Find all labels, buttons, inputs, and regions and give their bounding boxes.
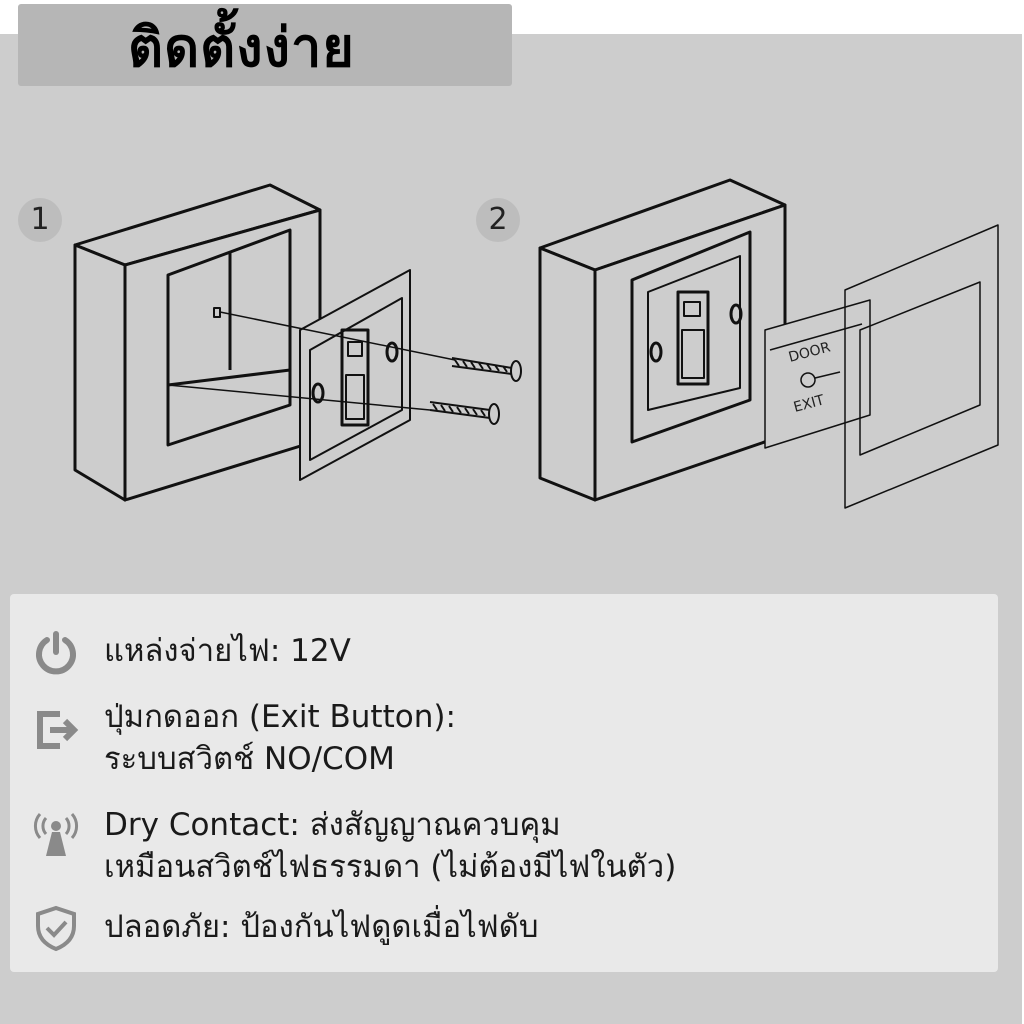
page-title: ติดตั้งง่าย — [128, 16, 355, 79]
switch-plate-1 — [299, 269, 411, 481]
feature-exit-line1: ปุ่มกดออก (Exit Button): — [104, 699, 456, 735]
feature-safety-text: ปลอดภัย: ป้องกันไฟดูดเมื่อไฟดับ — [104, 909, 539, 945]
exit-icon — [37, 711, 79, 749]
feature-dry-contact-line2: เหมือนสวิตช์ไฟธรรมดา (ไม่ต้องมีไฟในตัว) — [104, 849, 677, 885]
feature-card: แหล่งจ่ายไฟ: 12V ปุ่มกดออก (Exit Button)… — [10, 594, 998, 972]
feature-power-text: แหล่งจ่ายไฟ: 12V — [104, 633, 351, 669]
screws — [429, 357, 522, 425]
feature-exit-line2: ระบบสวิตช์ NO/COM — [104, 741, 395, 777]
signal-tower-icon — [33, 813, 79, 856]
power-icon — [36, 631, 76, 675]
feature-dry-contact-line1: Dry Contact: ส่งสัญญาณควบคุม — [104, 807, 561, 843]
shield-check-icon — [36, 905, 76, 952]
step-1-badge: 1 — [18, 198, 62, 242]
exit-label: EXIT — [792, 392, 827, 416]
installation-diagram: DOOR EXIT — [73, 178, 999, 509]
cover-frame — [844, 224, 999, 509]
wall-box-1 — [73, 183, 322, 502]
wall-box-2 — [538, 178, 787, 502]
exit-faceplate: DOOR EXIT — [764, 299, 871, 449]
guide-lines-1 — [167, 311, 456, 411]
step-2-badge: 2 — [476, 198, 520, 242]
title-tab: ติดตั้งง่าย — [18, 4, 512, 86]
